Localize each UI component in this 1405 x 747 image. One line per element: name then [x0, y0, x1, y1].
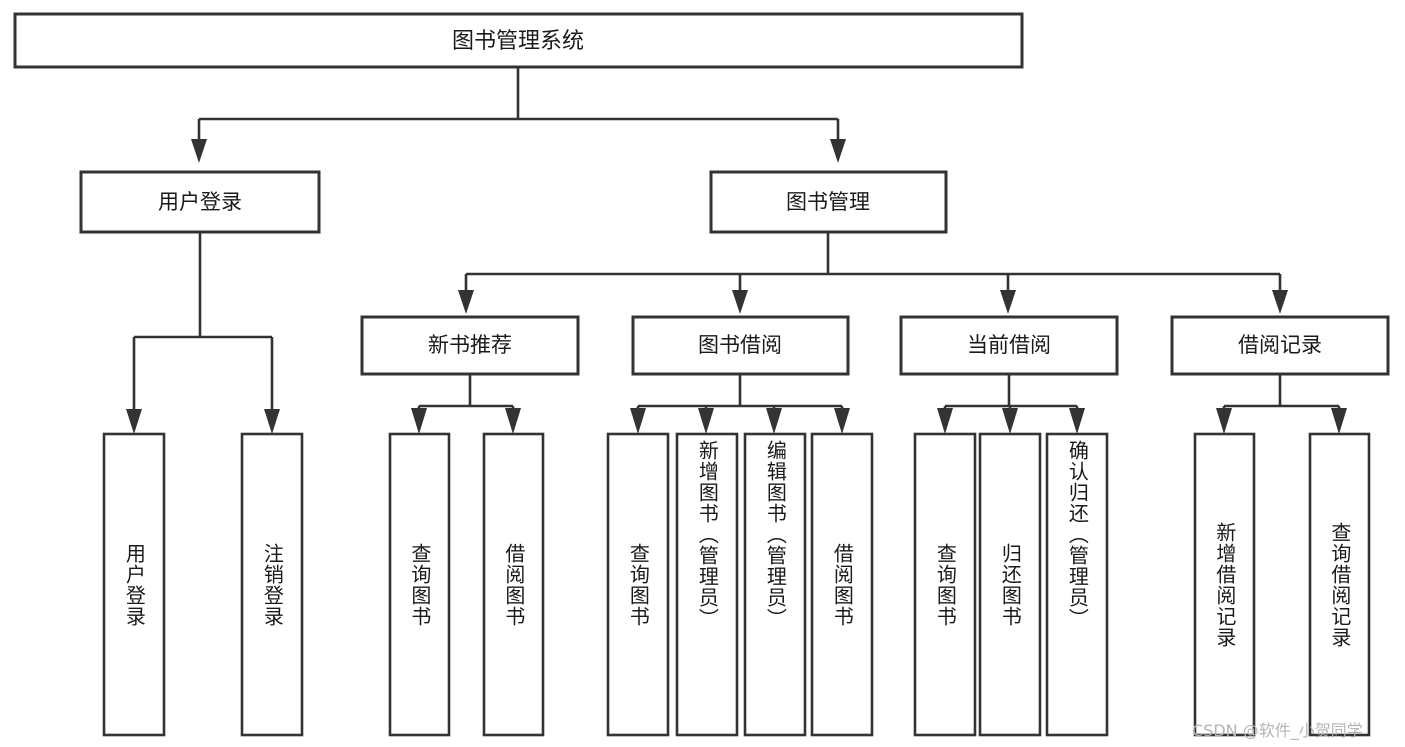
- node-current-borrow-label: 当前借阅: [967, 333, 1051, 357]
- node-root-box[interactable]: [13, 12, 1024, 69]
- leaf-box-borrow-record-2[interactable]: [1308, 432, 1371, 737]
- arrow-head-icon: [264, 409, 280, 434]
- node-book-borrow-label: 图书借阅: [698, 333, 782, 357]
- node-book-borrow[interactable]: 图书借阅: [631, 315, 850, 376]
- node-user-login-box[interactable]: [79, 170, 321, 234]
- node-new-book-recommend[interactable]: 新书推荐: [360, 315, 580, 376]
- connector-book-borrow-to-leaves: [630, 374, 850, 434]
- arrow-head-icon: [766, 408, 782, 434]
- leaf-box-user-login-1[interactable]: [102, 432, 166, 737]
- csdn-watermark: CSDN @软件_小贺同学: [1192, 721, 1363, 740]
- arrow-head-icon: [505, 408, 521, 434]
- leaf-box-book-borrow-4[interactable]: [810, 432, 874, 737]
- connector-user-login-to-leaves: [126, 232, 280, 434]
- arrow-head-icon: [1331, 408, 1347, 434]
- leaf-box-book-borrow-3[interactable]: [743, 432, 807, 737]
- connector-book-management-to-level3: [458, 232, 1288, 314]
- node-borrow-record-label: 借阅记录: [1238, 333, 1322, 357]
- arrow-head-icon: [458, 290, 474, 314]
- node-book-management-label: 图书管理: [786, 190, 870, 214]
- leaf-box-current-borrow-1[interactable]: [913, 432, 977, 737]
- arrow-head-icon: [830, 139, 846, 163]
- arrow-head-icon: [1000, 290, 1016, 314]
- arrow-head-icon: [126, 409, 142, 434]
- leaf-box-new-book-2[interactable]: [482, 432, 545, 737]
- connector-borrow-record-to-leaves: [1216, 374, 1347, 434]
- arrow-head-icon: [732, 290, 748, 314]
- node-borrow-record[interactable]: 借阅记录: [1170, 315, 1390, 376]
- node-new-book-recommend-box[interactable]: [360, 315, 580, 376]
- connector-new-book-recommend-to-leaves: [411, 374, 521, 434]
- leaf-box-book-borrow-1[interactable]: [606, 432, 670, 737]
- connector-root-to-level2: [191, 67, 846, 163]
- arrow-head-icon: [1272, 290, 1288, 314]
- arrow-head-icon: [834, 408, 850, 434]
- leaf-box-current-borrow-3[interactable]: [1045, 432, 1109, 737]
- leaf-box-current-borrow-2[interactable]: [978, 432, 1042, 737]
- arrow-head-icon: [630, 408, 646, 434]
- leaf-box-book-borrow-2[interactable]: [675, 432, 739, 737]
- node-user-login-label: 用户登录: [158, 190, 242, 214]
- arrow-head-icon: [1216, 408, 1232, 434]
- node-user-login[interactable]: 用户登录: [79, 170, 321, 234]
- arrow-head-icon: [411, 408, 427, 434]
- leaf-box-borrow-record-1[interactable]: [1193, 432, 1256, 737]
- arrow-head-icon: [1002, 408, 1018, 434]
- leaf-box-user-login-2[interactable]: [240, 432, 304, 737]
- node-book-management[interactable]: 图书管理: [709, 170, 948, 234]
- arrow-head-icon: [937, 408, 953, 434]
- node-current-borrow-box[interactable]: [899, 315, 1119, 376]
- node-new-book-recommend-label: 新书推荐: [428, 333, 512, 357]
- arrow-head-icon: [698, 408, 714, 434]
- node-root-label: 图书管理系统: [452, 29, 584, 54]
- connector-current-borrow-to-leaves: [937, 374, 1085, 434]
- arrow-head-icon: [1069, 408, 1085, 434]
- arrow-head-icon: [191, 139, 207, 163]
- node-current-borrow[interactable]: 当前借阅: [899, 315, 1119, 376]
- leaf-box-new-book-1[interactable]: [388, 432, 451, 737]
- node-root[interactable]: 图书管理系统: [13, 12, 1024, 69]
